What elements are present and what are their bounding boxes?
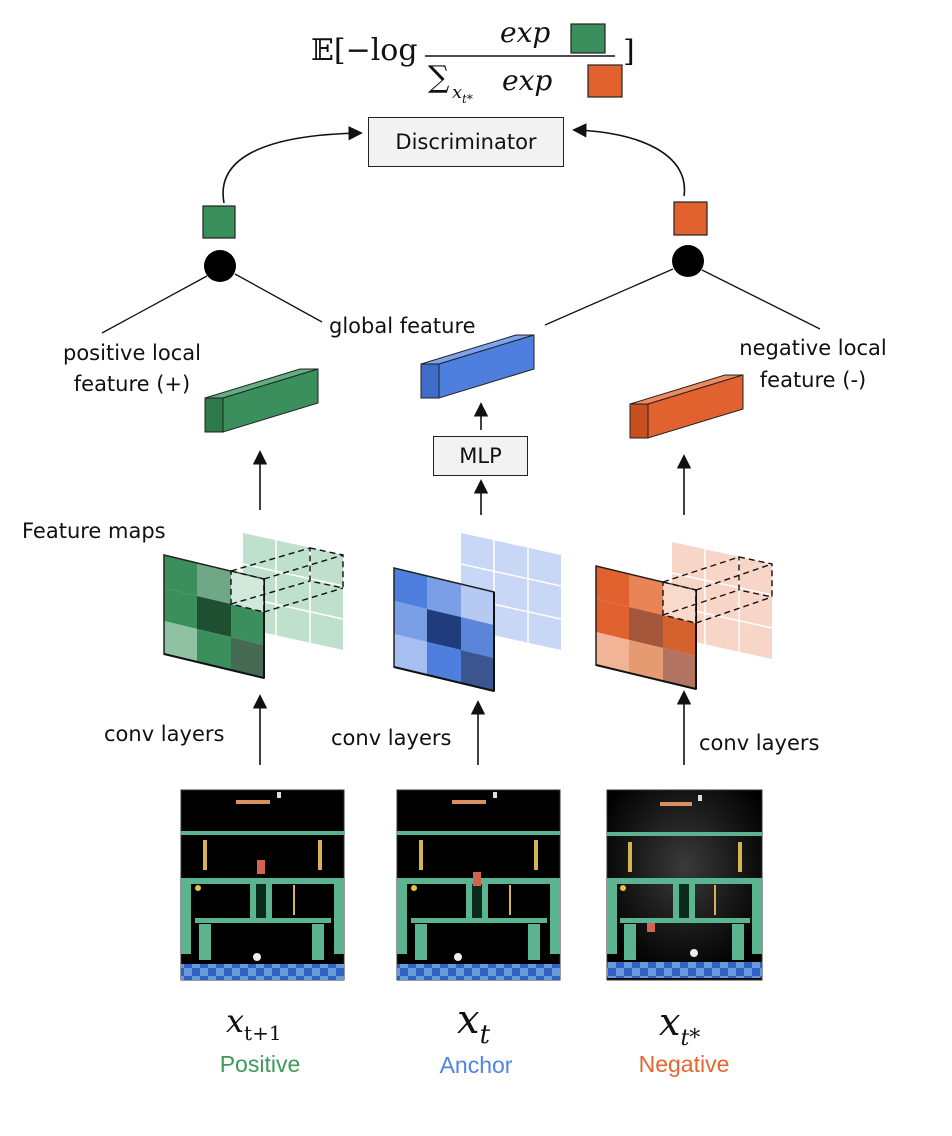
var-negative-sub: t*: [680, 1026, 701, 1051]
formula-expectation: 𝔼[−log: [311, 33, 418, 68]
conv-layers-label-anchor: conv layers: [331, 726, 452, 750]
positive-score-square: [202, 205, 236, 239]
feature-maps-label: Feature maps: [22, 519, 166, 543]
game-scene: [397, 792, 560, 980]
caption-positive: Positive: [219, 1051, 301, 1077]
formula-denominator-exp: exp: [502, 64, 553, 97]
discriminator-label: Discriminator: [395, 130, 537, 154]
var-positive-sub: t+1: [244, 1021, 282, 1045]
negative-dot: [672, 245, 704, 277]
formula-close: ]: [623, 34, 635, 69]
global-feature-label: global feature: [329, 314, 476, 338]
var-negative-x: x: [659, 1000, 681, 1044]
curved-arrow-left: [222, 126, 363, 204]
var-positive: xt+1: [226, 1002, 282, 1045]
negative-frame: [606, 789, 763, 981]
caption-anchor: Anchor: [439, 1052, 513, 1078]
positive-frame: [180, 789, 345, 981]
formula-sum-sub2: t*: [462, 92, 473, 106]
discriminator-box: Discriminator: [368, 117, 564, 167]
positive-feature-map-back: [242, 533, 344, 650]
negative-local-label-2: feature (-): [759, 368, 867, 392]
anchor-feature-map-front: [393, 567, 495, 692]
mlp-box: MLP: [433, 436, 528, 476]
var-anchor: xt: [457, 997, 490, 1050]
negative-feature-cuboid: [629, 374, 744, 439]
formula-negative-square: [587, 64, 623, 98]
conv-layers-label-positive: conv layers: [104, 722, 225, 746]
var-anchor-x: x: [457, 997, 480, 1043]
negative-feature-map-front: [595, 556, 773, 690]
line-pos-left: [101, 275, 208, 334]
positive-local-label-1: positive local: [63, 341, 201, 365]
positive-dot: [204, 250, 236, 282]
game-scene: [181, 792, 344, 980]
var-negative: xt*: [659, 1000, 700, 1051]
positive-feature-cuboid: [204, 368, 319, 433]
var-positive-x: x: [226, 1002, 245, 1040]
formula-sum-sub: x: [452, 82, 463, 103]
formula-numerator: exp: [500, 16, 551, 49]
line-pos-right: [234, 273, 323, 323]
formula-positive-square: [570, 23, 606, 54]
var-anchor-sub: t: [479, 1020, 491, 1050]
caption-negative: Negative: [638, 1051, 730, 1077]
positive-feature-map-front: [163, 547, 344, 679]
line-neg-right: [701, 269, 821, 330]
positive-local-label-2: feature (+): [73, 372, 191, 396]
curved-arrow-right: [572, 123, 686, 197]
anchor-frame: [396, 789, 561, 981]
global-feature-cuboid: [420, 334, 535, 399]
game-scene: [607, 795, 762, 978]
mlp-label: MLP: [459, 444, 502, 468]
formula-sum: ∑: [428, 60, 450, 95]
negative-local-label-1: negative local: [739, 336, 887, 360]
negative-score-square: [673, 201, 708, 236]
conv-layers-label-negative: conv layers: [699, 731, 820, 755]
line-neg-left: [544, 268, 674, 326]
